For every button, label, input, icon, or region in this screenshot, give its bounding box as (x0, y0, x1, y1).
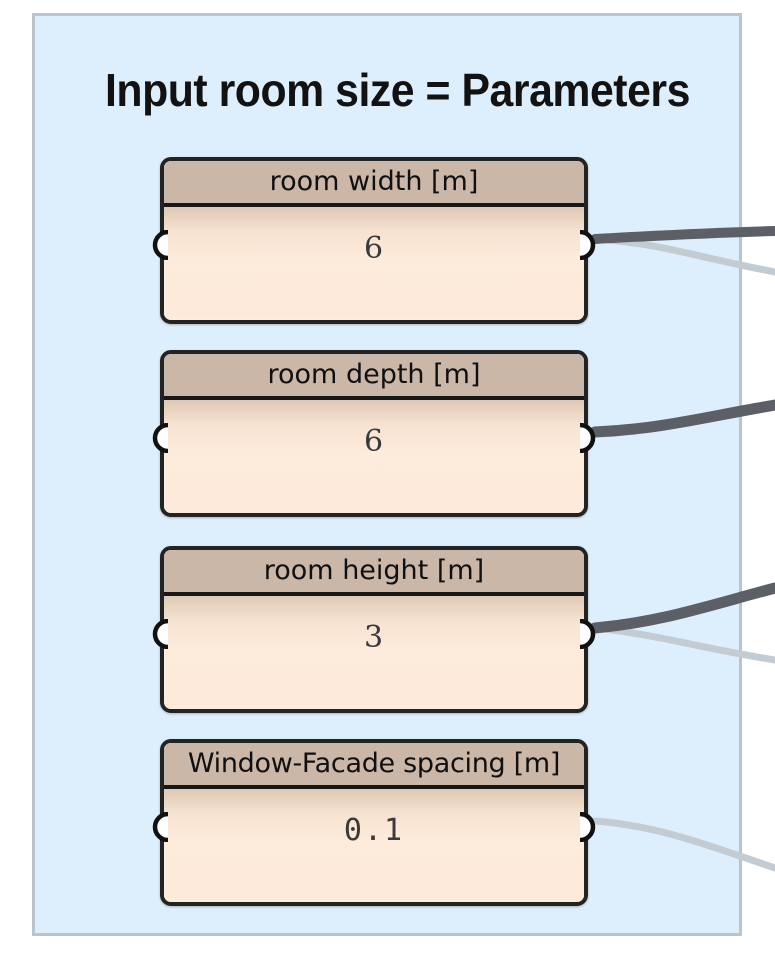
param-input-port-window-facade-spacing[interactable] (151, 812, 170, 842)
param-node-window-facade-spacing-body[interactable]: 0.1 (164, 789, 584, 898)
param-node-room-width[interactable]: room width [m] 6 (152, 157, 596, 324)
param-output-port-room-height[interactable] (578, 619, 597, 649)
param-node-room-depth-body[interactable]: 6 (164, 400, 584, 509)
param-input-port-room-height[interactable] (151, 619, 170, 649)
param-output-port-room-width[interactable] (578, 230, 597, 260)
param-node-room-width-label: room width [m] (269, 166, 479, 197)
param-node-window-facade-spacing-value[interactable]: 0.1 (343, 813, 405, 848)
param-input-port-room-depth[interactable] (151, 423, 170, 453)
param-node-room-width-header[interactable]: room width [m] (164, 161, 584, 207)
param-input-port-room-width[interactable] (151, 230, 170, 260)
param-node-window-facade-spacing[interactable]: Window-Facade spacing [m] 0.1 (152, 739, 596, 906)
param-node-window-facade-spacing-label: Window-Facade spacing [m] (187, 748, 561, 779)
param-node-window-facade-spacing-surface: Window-Facade spacing [m] 0.1 (164, 743, 584, 902)
param-output-port-window-facade-spacing[interactable] (578, 812, 597, 842)
param-node-room-height[interactable]: room height [m] 3 (152, 546, 596, 713)
param-output-port-room-depth[interactable] (578, 423, 597, 453)
param-node-room-height-surface: room height [m] 3 (164, 550, 584, 709)
param-node-room-width-surface: room width [m] 6 (164, 161, 584, 320)
param-node-room-height-value[interactable]: 3 (363, 620, 385, 655)
param-node-room-width-value[interactable]: 6 (363, 231, 385, 266)
param-node-room-depth-label: room depth [m] (267, 359, 481, 390)
param-node-room-depth-header[interactable]: room depth [m] (164, 354, 584, 400)
param-node-room-depth[interactable]: room depth [m] 6 (152, 350, 596, 517)
param-node-room-width-body[interactable]: 6 (164, 207, 584, 316)
param-node-room-depth-value[interactable]: 6 (363, 424, 385, 459)
param-node-window-facade-spacing-header[interactable]: Window-Facade spacing [m] (164, 743, 584, 789)
param-node-room-depth-surface: room depth [m] 6 (164, 354, 584, 513)
param-node-room-height-label: room height [m] (263, 555, 485, 586)
param-node-room-height-header[interactable]: room height [m] (164, 550, 584, 596)
param-node-room-height-body[interactable]: 3 (164, 596, 584, 705)
group-title: Input room size = Parameters (105, 64, 690, 116)
